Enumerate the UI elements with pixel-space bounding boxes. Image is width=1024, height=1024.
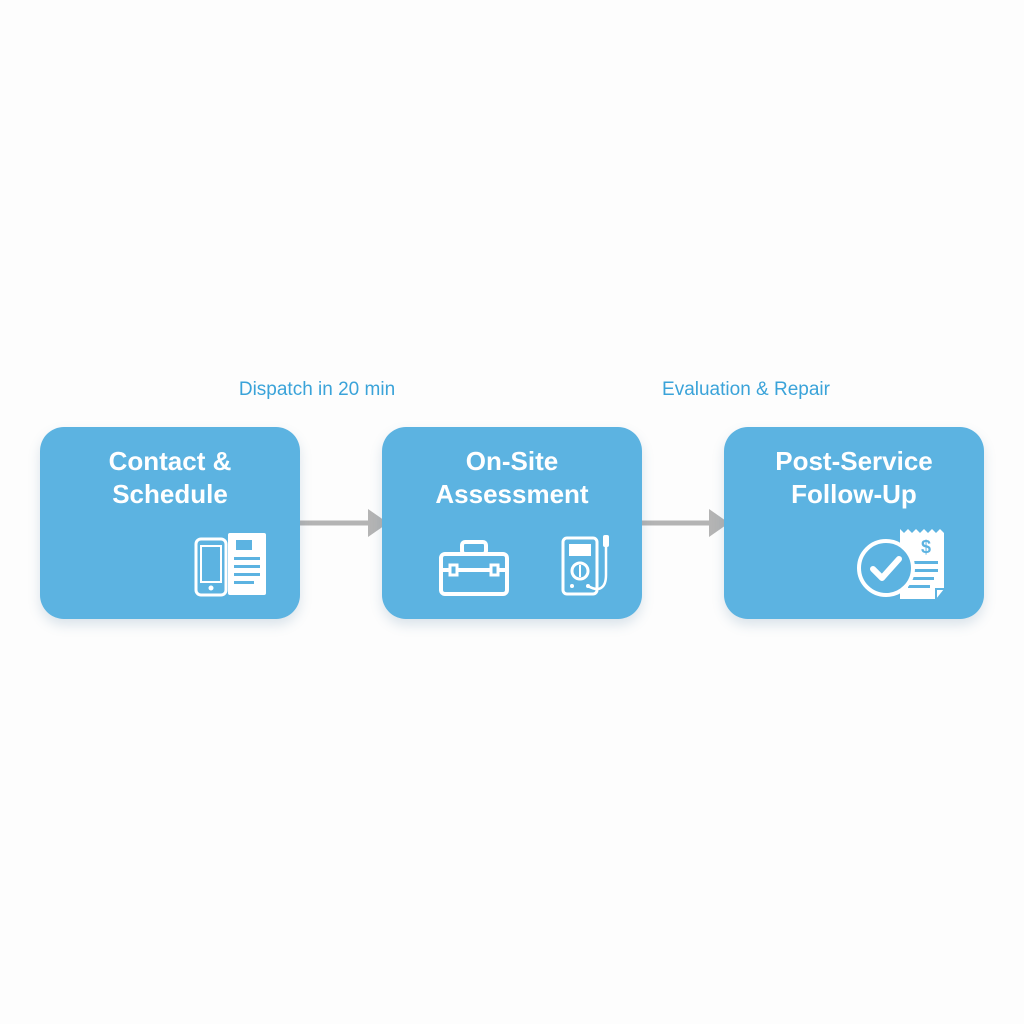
step-card-contact-schedule: Contact & Schedule <box>40 427 300 619</box>
step-title: Contact & Schedule <box>40 445 300 511</box>
multimeter-icon <box>561 535 609 596</box>
step-title: On-Site Assessment <box>382 445 642 511</box>
check-circle-icon <box>857 539 915 597</box>
svg-text:$: $ <box>921 537 931 557</box>
step-title-line: Post-Service <box>775 446 933 476</box>
document-icon <box>228 533 266 595</box>
connector-label-evaluation: Evaluation & Repair <box>662 379 830 400</box>
step-card-post-service-follow-up: Post-Service Follow-Up $ <box>724 427 984 619</box>
step-title-line: Schedule <box>112 479 228 509</box>
toolbox-icon <box>439 540 509 596</box>
connector-label-dispatch: Dispatch in 20 min <box>238 379 396 400</box>
step-title-line: Assessment <box>435 479 589 509</box>
arrow-icon <box>300 509 388 537</box>
step-title: Post-Service Follow-Up <box>724 445 984 511</box>
step-card-on-site-assessment: On-Site Assessment <box>382 427 642 619</box>
smartphone-icon <box>194 537 228 597</box>
step-title-line: On-Site <box>465 446 559 476</box>
step-title-line: Follow-Up <box>791 479 917 509</box>
step-title-line: Contact & <box>108 446 232 476</box>
arrow-icon <box>641 509 729 537</box>
